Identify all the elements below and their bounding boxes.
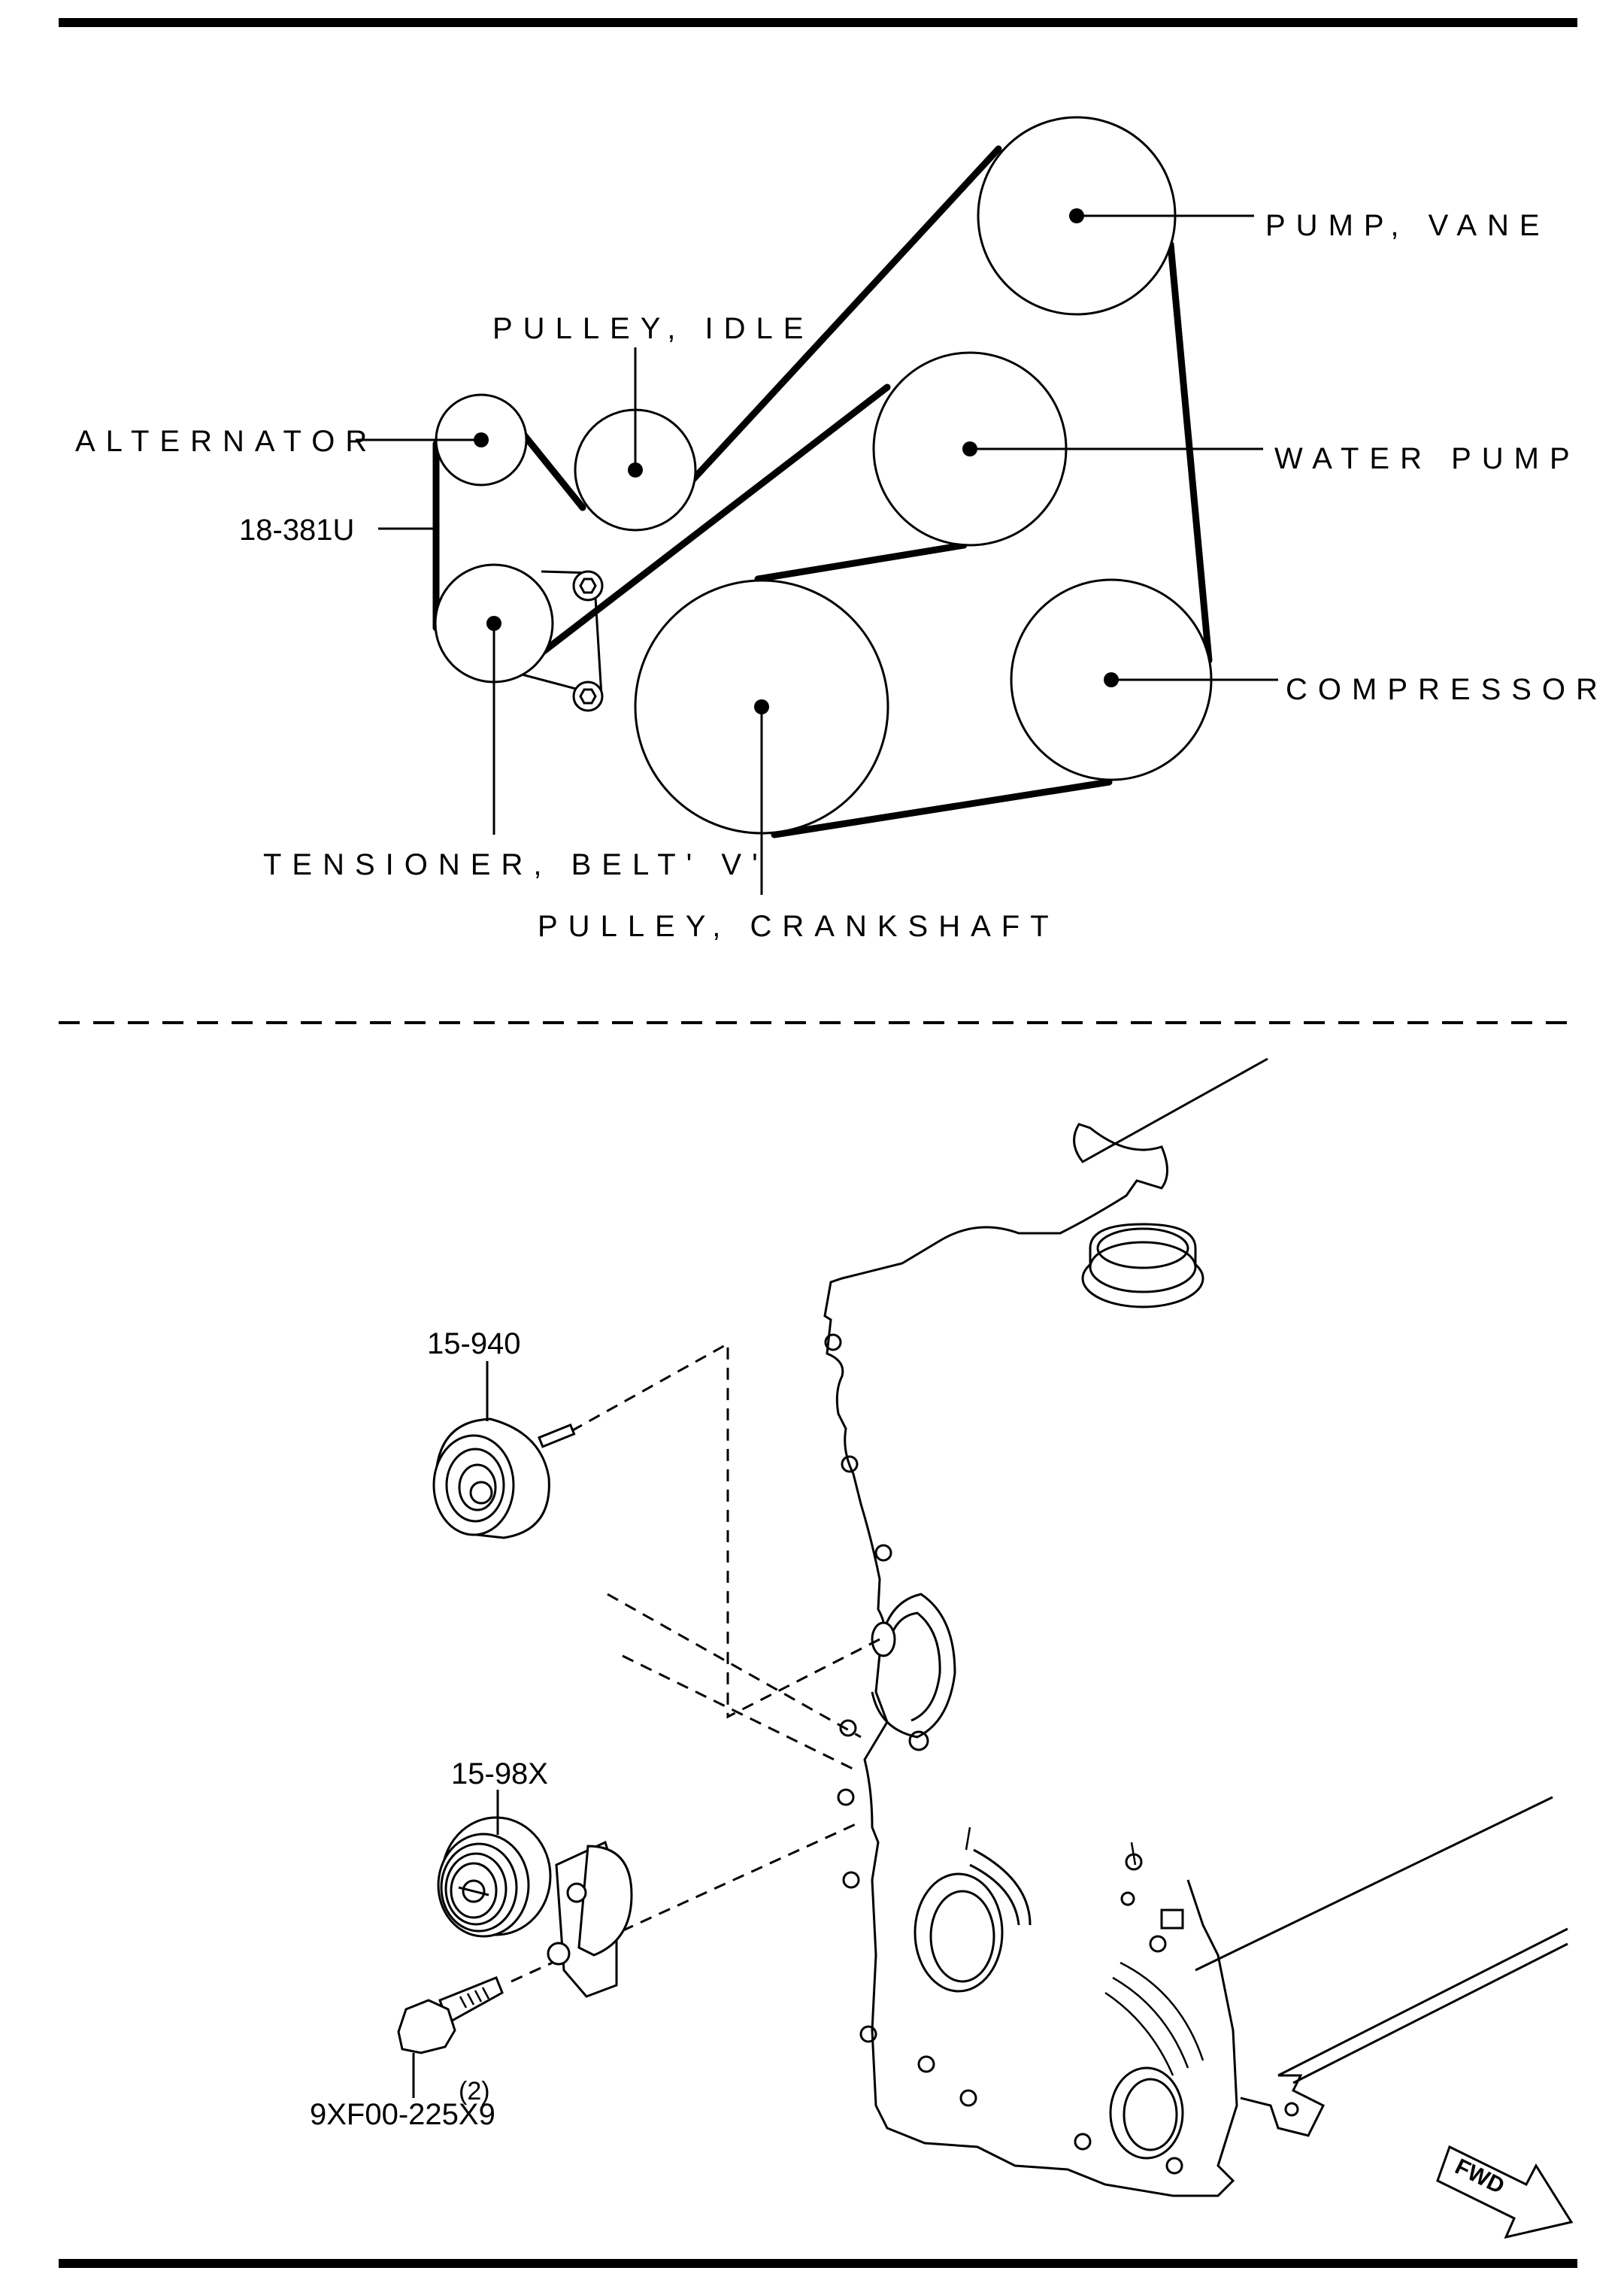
bolt-part <box>397 1976 504 2054</box>
label-belt-part-number: 18-381U <box>239 514 354 547</box>
label-pulley-idle: PULLEY, IDLE <box>492 312 814 345</box>
part-leader-lines <box>412 1361 499 2098</box>
auto-tensioner-part <box>437 1816 633 1998</box>
label-tensioner: TENSIONER, BELT' V' <box>263 848 768 881</box>
belt-routing-diagram: PUMP, VANE PULLEY, IDLE ALTERNATOR 18-38… <box>75 116 1608 943</box>
label-alternator: ALTERNATOR <box>75 425 377 458</box>
label-water-pump: WATER PUMP <box>1274 442 1580 475</box>
part-number-tensioner: 15-98X <box>451 1757 548 1790</box>
part-number-idler: 15-940 <box>427 1327 521 1360</box>
idler-pulley-part <box>432 1417 576 1539</box>
crank-seal-housing <box>914 1848 1032 1993</box>
bolt-quantity: (2) <box>459 2077 490 2106</box>
label-crankshaft: PULLEY, CRANKSHAFT <box>538 910 1059 943</box>
fwd-direction-arrow: FWD <box>1436 2145 1574 2239</box>
engine-front-cover <box>823 1057 1568 2197</box>
oil-filler-cap <box>1081 1223 1204 1308</box>
serpentine-belt <box>432 145 1213 838</box>
idler-mounting-boss <box>871 1593 956 1739</box>
tensioner-bracket <box>501 570 604 712</box>
cover-bolt-bosses <box>824 1333 1184 2175</box>
cover-ribs <box>965 1827 1204 2076</box>
leader-lines <box>356 214 1278 895</box>
exploded-view: 15-940 15-98X (2) 9XF00-225X9 FWD <box>310 1057 1574 2239</box>
part-number-bolt: 9XF00-225X9 <box>310 2098 495 2131</box>
label-compressor: COMPRESSOR <box>1286 673 1608 706</box>
lower-seal <box>1109 2066 1184 2160</box>
label-pump-vane: PUMP, VANE <box>1265 209 1550 242</box>
